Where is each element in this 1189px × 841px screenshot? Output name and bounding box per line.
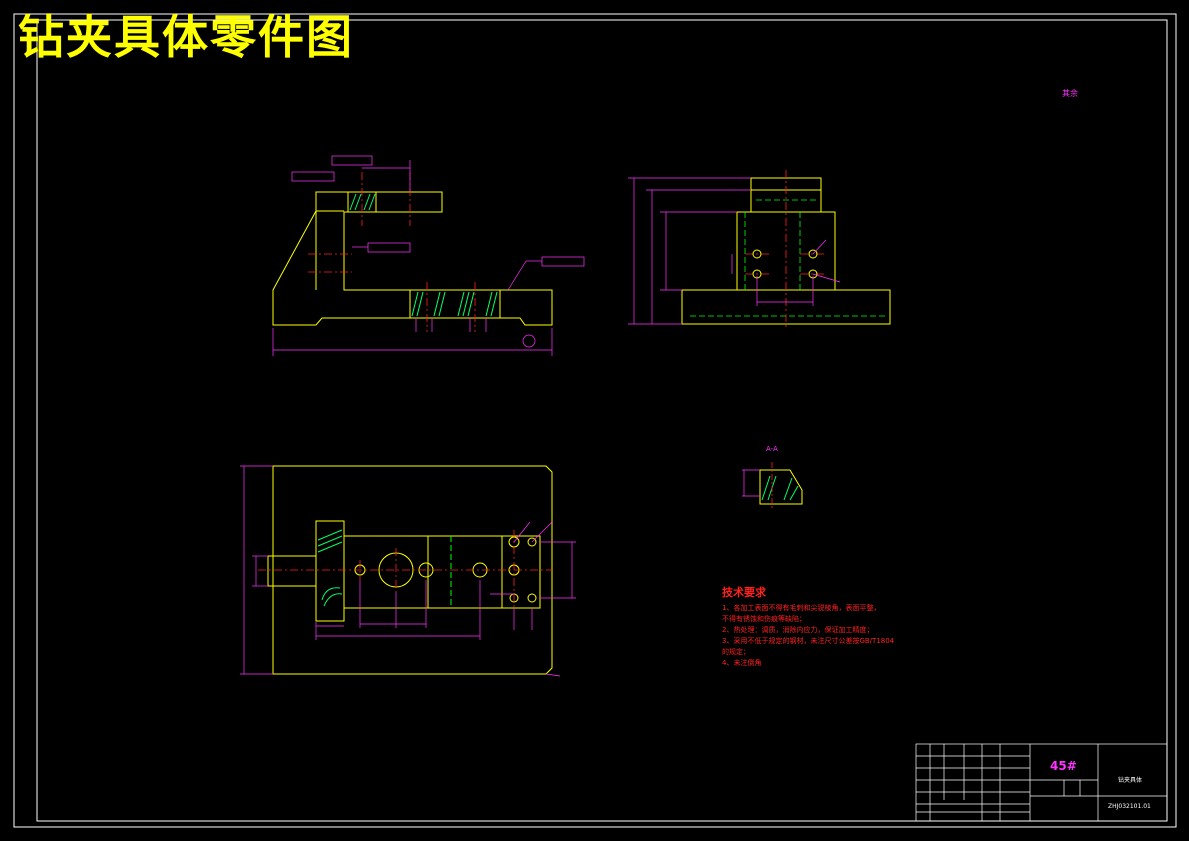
front-centerlines	[308, 172, 476, 332]
tech-req-line: 3、采用不低于规定的钢材，未注尺寸公差按GB/T1804	[722, 637, 895, 645]
top-dimensions	[240, 465, 576, 677]
tech-req-line: 不得有锈蚀和伤痕等缺陷；	[722, 615, 806, 623]
top-support	[315, 520, 345, 622]
title-block	[915, 743, 1168, 822]
tech-req-heading: 技术要求	[722, 586, 766, 599]
tech-req-line: 2、热处理：调质，消除内应力，保证加工精度；	[722, 626, 874, 634]
front-view	[272, 155, 585, 356]
section-hatch	[761, 475, 799, 501]
top-view	[240, 465, 576, 677]
title-block-drawing-code: ZHJ032101.01	[1108, 803, 1151, 810]
side-dimensions	[628, 177, 841, 325]
front-dimensions	[272, 155, 585, 356]
inner-frame	[36, 19, 1168, 822]
tech-req-line: 4、未注倒角	[722, 659, 762, 667]
tech-req-line: 1、各加工表面不得有毛刺和尖锐棱角，表面平整，	[722, 604, 881, 612]
side-hidden-lines	[690, 199, 886, 317]
roughness-note: 其余	[1062, 89, 1078, 98]
section-view-a-a	[742, 462, 803, 510]
section-label: A-A	[766, 445, 778, 453]
technical-requirements: 技术要求 1、各加工表面不得有毛刺和尖锐棱角，表面平整， 不得有锈蚀和伤痕等缺陷…	[722, 584, 962, 669]
front-base-hatch	[409, 289, 501, 319]
drawing-title: 钻夹具体零件图	[18, 10, 354, 64]
front-view-outline	[272, 191, 553, 326]
side-view	[628, 170, 891, 330]
top-centerlines	[258, 530, 552, 608]
title-block-material: 45#	[1050, 759, 1077, 773]
outer-frame	[13, 13, 1177, 828]
tech-req-line: 的规定；	[722, 648, 750, 656]
datum-a-symbol	[522, 334, 536, 348]
title-block-part-name: 钻夹具体	[1118, 777, 1143, 784]
top-holes	[354, 536, 537, 603]
top-boss	[267, 555, 317, 587]
top-body	[343, 535, 541, 609]
top-support-hatch	[317, 529, 343, 607]
